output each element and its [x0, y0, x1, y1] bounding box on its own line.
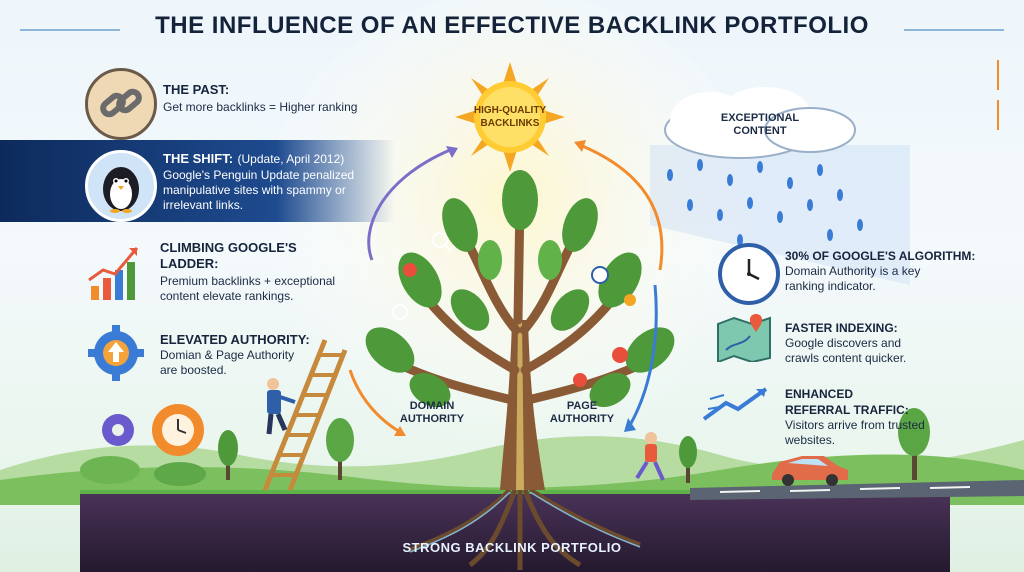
- shift-highlight-band: [0, 140, 395, 222]
- past-heading: THE PAST:: [163, 82, 230, 97]
- sun-icon: [455, 62, 565, 172]
- past-text: Get more backlinks = Higher ranking: [163, 100, 358, 114]
- shift-heading-row: THE SHIFT: (Update, April 2012): [163, 150, 344, 168]
- ladder-text: Premium backlinks + exceptional content …: [160, 274, 336, 303]
- shift-heading: THE SHIFT:: [163, 151, 234, 166]
- referral-heading: ENHANCED REFERRAL TRAFFIC:: [785, 387, 909, 417]
- title-decoration: [20, 29, 1004, 31]
- rising-chart-icon: [85, 240, 145, 302]
- cloud-rain-icon: [650, 87, 910, 285]
- car-icon: [772, 456, 848, 486]
- authority-text: Domian & Page Authority are boosted.: [160, 348, 295, 377]
- indexing-heading: FASTER INDEXING:: [785, 321, 898, 335]
- small-tree-left: [218, 408, 930, 483]
- soil-band: [80, 492, 950, 572]
- edge-decoration: [997, 60, 999, 130]
- shift-date: (Update, April 2012): [237, 152, 345, 166]
- sun-label: HIGH-QUALITY BACKLINKS: [473, 105, 547, 129]
- ladder-heading: CLIMBING GOOGLE'S LADDER:: [160, 240, 297, 271]
- ladder-illustration: [262, 339, 348, 491]
- map-icon: [716, 312, 772, 364]
- referral-text: Visitors arrive from trusted websites.: [785, 418, 925, 447]
- shift-text: Google's Penguin Update penalized manipu…: [163, 168, 355, 212]
- runner-illustration: [635, 432, 665, 481]
- indexing-text: Google discovers and crawls content quic…: [785, 336, 907, 365]
- clock-icon: [718, 243, 780, 305]
- page-title: THE INFLUENCE OF AN EFFECTIVE BACKLINK P…: [155, 12, 869, 39]
- authority-heading: ELEVATED AUTHORITY:: [160, 332, 310, 347]
- gear-arrow-icon: [85, 322, 147, 384]
- domain-authority-label: DOMAIN AUTHORITY: [399, 400, 465, 425]
- chain-link-icon: [85, 68, 157, 140]
- gears-icon: [102, 404, 204, 456]
- algorithm-text: Domain Authority is a key ranking indica…: [785, 264, 921, 293]
- page-authority-label: PAGE AUTHORITY: [549, 400, 615, 425]
- algorithm-heading: 30% OF GOOGLE'S ALGORITHM:: [785, 249, 976, 263]
- cloud-label: EXCEPTIONAL CONTENT: [720, 112, 800, 137]
- portfolio-label: STRONG BACKLINK PORTFOLIO: [402, 540, 622, 555]
- tree-illustration: [365, 170, 675, 570]
- penguin-icon: [85, 150, 157, 222]
- arrows-icon: [700, 385, 772, 425]
